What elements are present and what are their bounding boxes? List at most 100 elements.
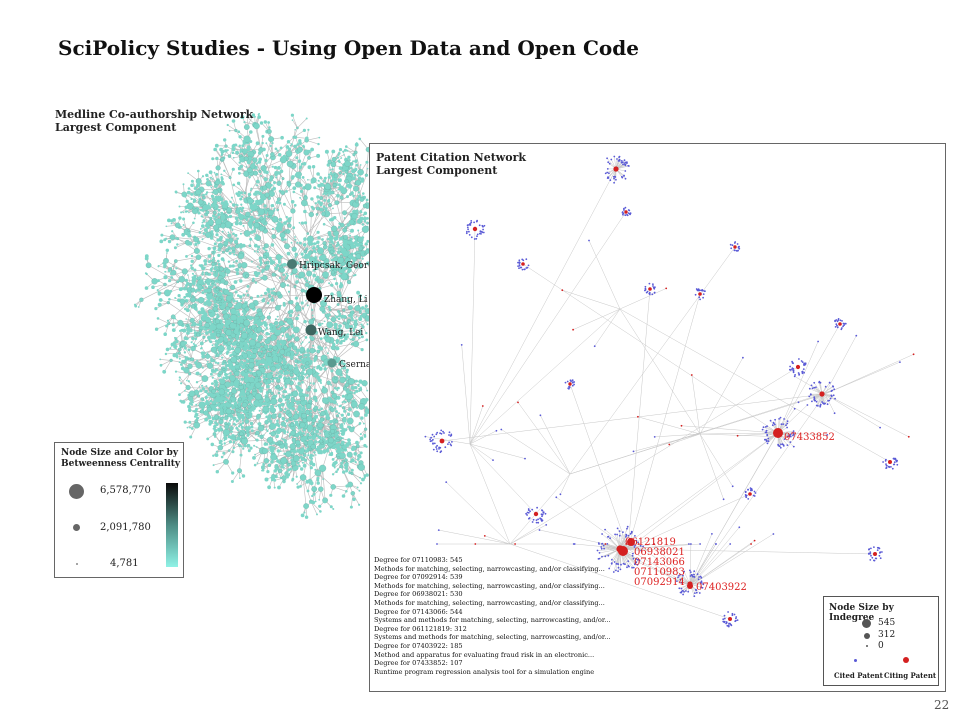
- medline-node: [229, 200, 232, 203]
- medline-edge: [293, 191, 306, 199]
- medline-node: [277, 166, 281, 170]
- medline-node: [271, 142, 274, 145]
- medline-node: [210, 186, 213, 189]
- medline-node: [265, 154, 269, 157]
- medline-node: [190, 183, 194, 188]
- medline-node: [297, 361, 300, 364]
- medline-node: [228, 176, 232, 180]
- medline-edge: [304, 213, 324, 252]
- medline-node: [268, 126, 271, 129]
- medline-node: [180, 211, 183, 214]
- medline-edge: [277, 312, 290, 317]
- medline-node: [223, 138, 227, 142]
- medline-edge: [257, 295, 270, 297]
- medline-edge: [216, 450, 230, 452]
- medline-edge: [329, 205, 335, 229]
- medline-edge: [317, 472, 334, 488]
- medline-edge: [298, 157, 310, 175]
- medline-node: [316, 153, 321, 158]
- medline-node: [352, 209, 356, 214]
- medline-node: [305, 136, 309, 141]
- medline-node: [350, 191, 354, 195]
- medline-edge: [312, 446, 319, 473]
- medline-edge: [232, 297, 252, 300]
- medline-node: [326, 163, 330, 167]
- medline-edge: [156, 323, 170, 330]
- medline-edge: [271, 409, 282, 426]
- medline-node: [207, 205, 212, 210]
- medline-node: [220, 149, 225, 154]
- medline-edge: [288, 184, 294, 212]
- medline-edge: [302, 477, 307, 507]
- medline-nodes: [133, 112, 384, 519]
- medline-node: [303, 221, 308, 225]
- medline-node: [298, 176, 302, 179]
- medline-edge: [304, 202, 308, 234]
- medline-edge: [251, 295, 281, 299]
- medline-edge: [316, 208, 327, 215]
- medline-edge: [319, 284, 332, 289]
- medline-node: [303, 209, 307, 214]
- medline-edge: [322, 468, 326, 501]
- medline-node: [250, 154, 253, 157]
- medline-node: [360, 211, 363, 214]
- medline-node: [366, 217, 369, 220]
- medline-node: [234, 128, 238, 133]
- medline-node: [187, 187, 191, 190]
- medline-node: [240, 195, 244, 198]
- medline-node: [185, 199, 189, 203]
- medline-node: [293, 135, 298, 139]
- medline-edge: [249, 245, 266, 264]
- medline-edge: [256, 125, 262, 150]
- medline-edge: [336, 202, 343, 226]
- medline-node: [319, 196, 324, 200]
- medline-node: [271, 165, 274, 168]
- medline-node: [214, 143, 219, 148]
- medline-edge: [341, 197, 343, 226]
- medline-edge: [318, 185, 322, 199]
- medline-node: [232, 203, 236, 207]
- medline-node: [299, 189, 304, 193]
- medline-node: [211, 157, 215, 161]
- medline-node: [280, 402, 285, 407]
- medline-node: [243, 312, 247, 316]
- medline-node: [351, 212, 358, 220]
- medline-edge: [307, 209, 323, 234]
- medline-edge: [320, 184, 323, 199]
- medline-edge: [233, 248, 248, 277]
- medline-node: [298, 166, 302, 170]
- medline-node: [239, 279, 243, 283]
- medline-edge: [310, 501, 318, 515]
- medline-node: [289, 144, 292, 147]
- medline-node: [199, 209, 202, 212]
- medline-node: [197, 169, 200, 173]
- medline-edge: [302, 362, 333, 399]
- medline-node: [268, 414, 272, 419]
- medline-edge: [175, 256, 199, 262]
- medline-node: [303, 195, 308, 201]
- medline-node: [342, 172, 345, 176]
- medline-node: [355, 163, 359, 167]
- medline-node: [202, 195, 206, 200]
- medline-node: [294, 129, 297, 131]
- medline-node: [337, 226, 341, 229]
- medline-edge: [322, 193, 331, 206]
- medline-edge: [239, 445, 242, 456]
- medline-node: [231, 347, 235, 351]
- medline-node: [174, 190, 178, 194]
- medline-edge: [297, 118, 307, 129]
- medline-edge: [240, 255, 268, 269]
- medline-node: [348, 159, 351, 162]
- medline-node: [246, 115, 249, 118]
- medline-node: [350, 201, 353, 204]
- medline-node: [300, 162, 304, 166]
- medline-node: [190, 266, 194, 270]
- medline-node: [250, 230, 254, 234]
- medline-node: [318, 136, 321, 139]
- medline-edge: [261, 380, 266, 399]
- medline-node: [279, 363, 283, 367]
- medline-edge: [220, 429, 222, 442]
- medline-node: [365, 160, 369, 164]
- medline-edge: [223, 251, 240, 266]
- medline-node: [255, 179, 260, 184]
